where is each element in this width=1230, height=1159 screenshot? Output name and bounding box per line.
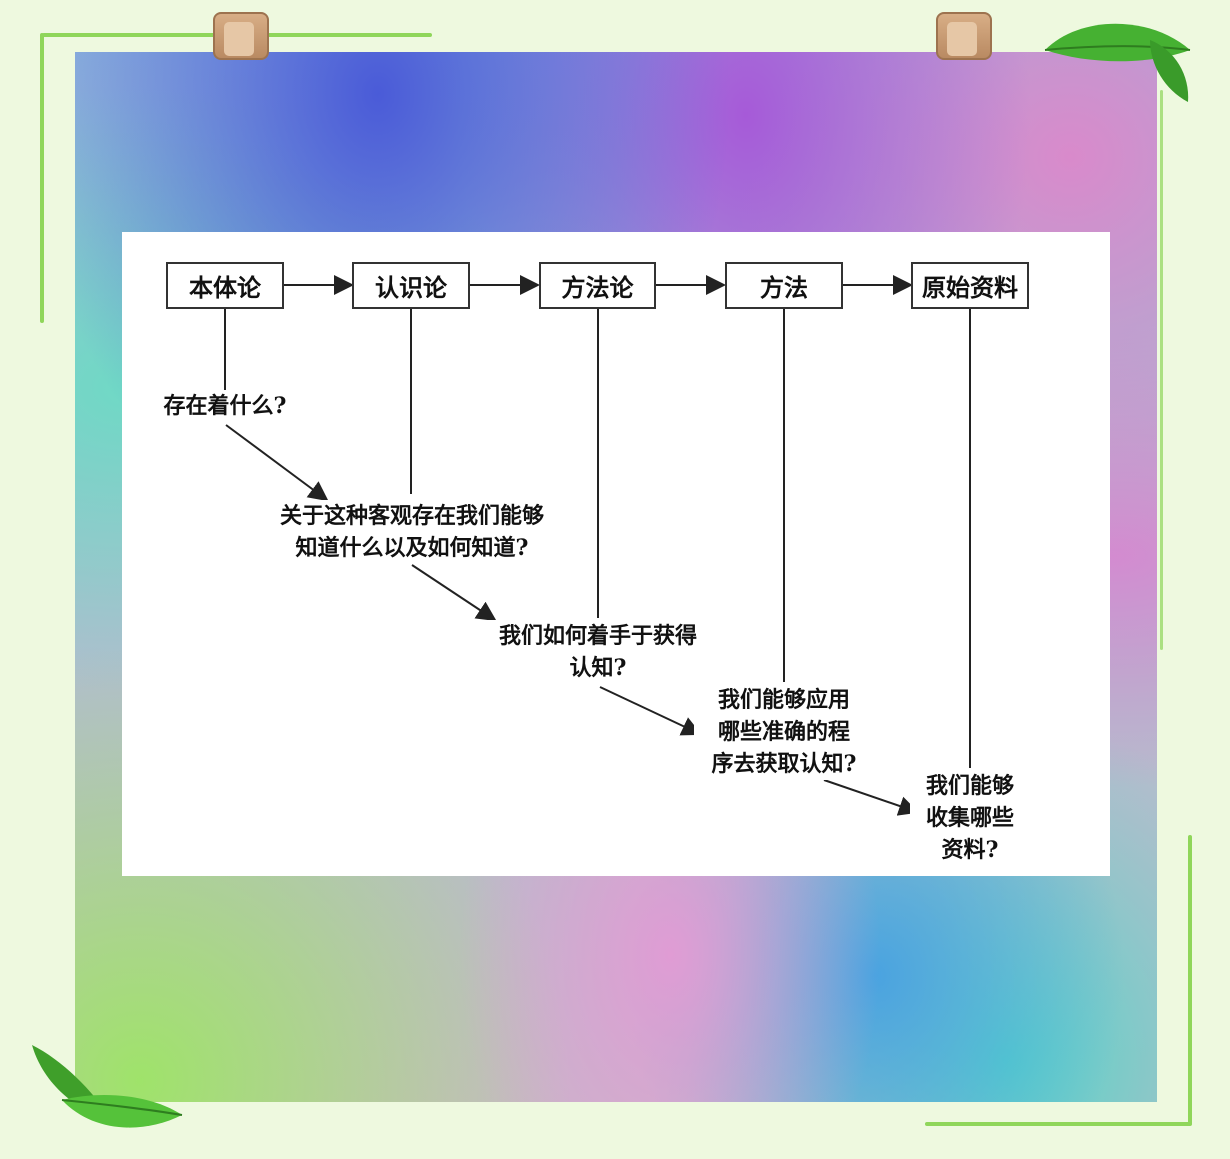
frame-line-right-top	[1160, 90, 1163, 650]
frame-line-right-bottom	[1188, 835, 1192, 1125]
question-ontology: 存在着什么?	[150, 390, 300, 422]
stage-ontology: 本体论	[166, 262, 284, 309]
diagram-panel: 本体论 认识论 方法论 方法 原始资料 存在着什么? 关于这种客观存在我们能够 …	[122, 232, 1110, 876]
stage-epistemology: 认识论	[352, 262, 470, 309]
leaf-top-right-icon	[1044, 23, 1191, 102]
tape-right	[936, 12, 992, 60]
leaf-bottom-left-icon	[32, 1045, 183, 1128]
tape-left	[213, 12, 269, 60]
connector-lines	[224, 275, 971, 816]
question-epistemology: 关于这种客观存在我们能够 知道什么以及如何知道?	[242, 500, 582, 564]
question-methods: 我们能够应用 哪些准确的程 序去获取认知?	[694, 684, 874, 780]
frame-line-bottom-right	[925, 1122, 1192, 1126]
arrow-q4-q5	[823, 779, 919, 816]
arrow-q3-q4	[599, 686, 702, 736]
question-methodology: 我们如何着手于获得 认知?	[468, 620, 728, 684]
arrow-q1-q2	[225, 424, 329, 502]
arrow-q2-q3	[411, 564, 497, 622]
question-sources: 我们能够 收集哪些 资料?	[910, 770, 1030, 866]
stage-sources: 原始资料	[911, 262, 1029, 309]
frame-line-left	[40, 33, 44, 323]
stage-methods: 方法	[725, 262, 843, 309]
stage-methodology: 方法论	[539, 262, 656, 309]
